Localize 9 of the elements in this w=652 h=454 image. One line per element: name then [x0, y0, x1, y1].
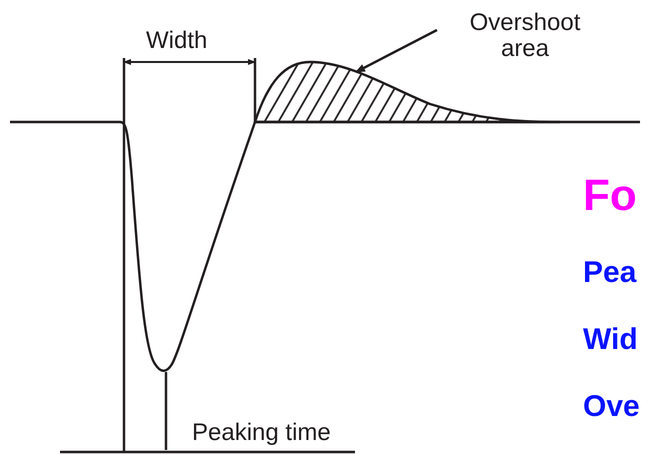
hatched-area [254, 60, 562, 124]
heading-text: Fo [583, 172, 637, 220]
list-text: Wid [583, 323, 638, 356]
list-text: Ove [583, 390, 640, 423]
callout-label: Overshoot area [465, 10, 585, 63]
leader-line [355, 28, 438, 74]
list-text: Pea [583, 256, 636, 289]
dimension-label: Peaking time [192, 420, 331, 446]
dimension-label: Width [146, 28, 208, 54]
